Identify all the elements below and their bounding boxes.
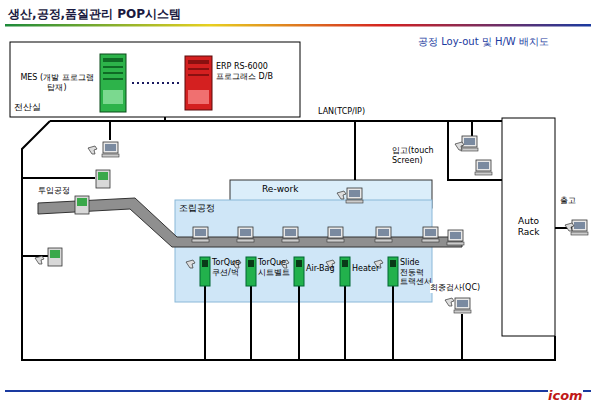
pc-icon [327,227,344,242]
pc-icon [461,136,478,151]
erp-server [185,56,212,110]
terminal-screen [296,260,302,267]
auto-rack: Auto Rack [502,118,555,336]
station-label: Slide 전동력 트랙센서 [400,258,434,294]
node-text: Air-Bag [306,264,335,274]
pc-icon [571,220,588,235]
conveyor [38,198,462,247]
pc-icon [282,227,299,242]
station-terminal [200,257,210,286]
node-text: TorQue 쿠션/벅 [212,258,245,277]
assembly-area: 조립공정 TorQue 쿠션/벅 TorQue 시트벨트 Air-Bag Heater S… [175,200,432,302]
pc-icon [237,227,254,242]
terminal-screen [248,260,254,267]
barcode-scanner [186,260,195,268]
pc-icon [346,188,363,203]
kiosk-icon [48,248,62,266]
node-text: 전산실 [14,102,41,113]
station-label: Air-Bag [306,264,340,276]
terminal-screen [390,260,396,267]
subtitle: 공정 Loy-out 및 H/W 배치도 [418,36,549,48]
station-terminal [294,257,304,286]
station-terminal [340,257,350,286]
page-title: 생산,공정,품질관리 POP시스템 [8,6,181,23]
mes-server [100,54,126,112]
node-text: 조립공정 [179,203,215,214]
station-label: TorQue 시트벨트 [258,258,296,284]
station-label: TorQue 쿠션/벅 [212,258,247,284]
mes-server-box: MES (개발 프로그램 탑재) [12,52,132,114]
barcode-scanner [35,256,44,264]
pc-icon [375,227,392,242]
process-label: 출고 [560,196,576,206]
node-text: Slide 전동력 트랙센서 [400,258,432,287]
node-text: Re-work [262,184,298,195]
node-text: ERP RS-6000 프로그래스 D/B [216,62,280,81]
barcode-scanner [337,191,346,199]
kiosk-icon [96,170,110,188]
server-room-shape [10,42,300,117]
process-label: 입고(touch Screen) [392,146,444,165]
pc-icon [447,230,464,245]
node-text: TorQue 시트벨트 [258,258,294,277]
logo: icom [548,388,583,404]
barcode-scanner [455,142,464,150]
erp-server-box: ERP RS-6000 프로그래스 D/B [182,56,286,112]
node-text: Auto Rack [509,216,549,238]
terminal-screen [202,260,208,267]
rework-box: Re-work [230,180,432,208]
process-label: 투입공정 [38,186,70,196]
pc-icon [422,227,439,242]
process-label: 최종검사(QC) [430,283,480,293]
lan-wiring [22,117,572,360]
pc-icon [475,160,492,175]
server-room: 전산실 MES (개발 프로그램 탑재) ERP RS-6000 프로그래스 D/B [10,42,300,117]
kiosk-icon [75,196,89,214]
auto-rack-shape [502,118,555,336]
station-terminal [246,257,256,286]
terminal-screen [342,260,348,267]
barcode-scanner [88,146,97,154]
pc-icon [192,227,209,242]
pc-icon [102,142,119,157]
station-label: Heater [352,264,384,276]
station-terminal [388,257,398,286]
pc-icon [454,298,471,313]
footer-rule [5,390,591,392]
network-label: LAN(TCP/IP) [318,107,365,117]
node-text: MES (개발 프로그램 탑재) [15,73,99,92]
dotted-link [132,82,182,84]
barcode-scanner [445,298,454,306]
node-text: Heater [352,264,379,274]
barcode-scanner [565,223,574,231]
title-rule [5,24,591,27]
